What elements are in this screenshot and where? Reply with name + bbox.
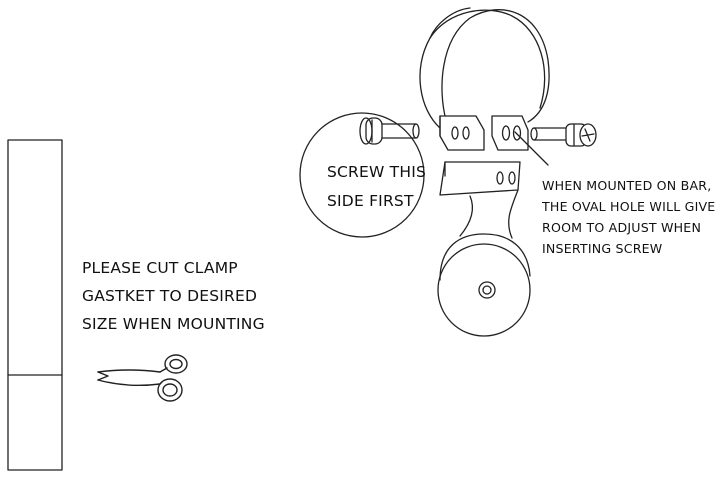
- bar-note-line-4: INSERTING SCREW: [542, 241, 663, 256]
- bar-mount-note: WHEN MOUNTED ON BAR, THE OVAL HOLE WILL …: [542, 175, 715, 259]
- clamp-gasket: [7, 139, 63, 471]
- screw-icon: [359, 117, 420, 145]
- gasket-note-line-2: GASTKET TO DESIRED: [82, 287, 258, 305]
- screw-icon: [530, 123, 597, 147]
- bar-note-line-1: WHEN MOUNTED ON BAR,: [542, 178, 712, 193]
- bar-clamp-bracket: [419, 7, 550, 337]
- screw-note-line-1: SCREW THIS: [327, 163, 427, 181]
- screw-note-line-2: SIDE FIRST: [327, 192, 414, 210]
- gasket-note-line-3: SIZE WHEN MOUNTING: [82, 315, 265, 333]
- scissors-icon: [97, 354, 188, 402]
- bar-note-line-2: THE OVAL HOLE WILL GIVE: [542, 199, 716, 214]
- bar-note-line-3: ROOM TO ADJUST WHEN: [542, 220, 702, 235]
- screw-first-note: SCREW THIS SIDE FIRST: [327, 158, 426, 216]
- screw-detail-callout: [299, 112, 425, 238]
- gasket-cut-note: PLEASE CUT CLAMP GASTKET TO DESIRED SIZE…: [82, 254, 265, 338]
- gasket-note-line-1: PLEASE CUT CLAMP: [82, 259, 238, 277]
